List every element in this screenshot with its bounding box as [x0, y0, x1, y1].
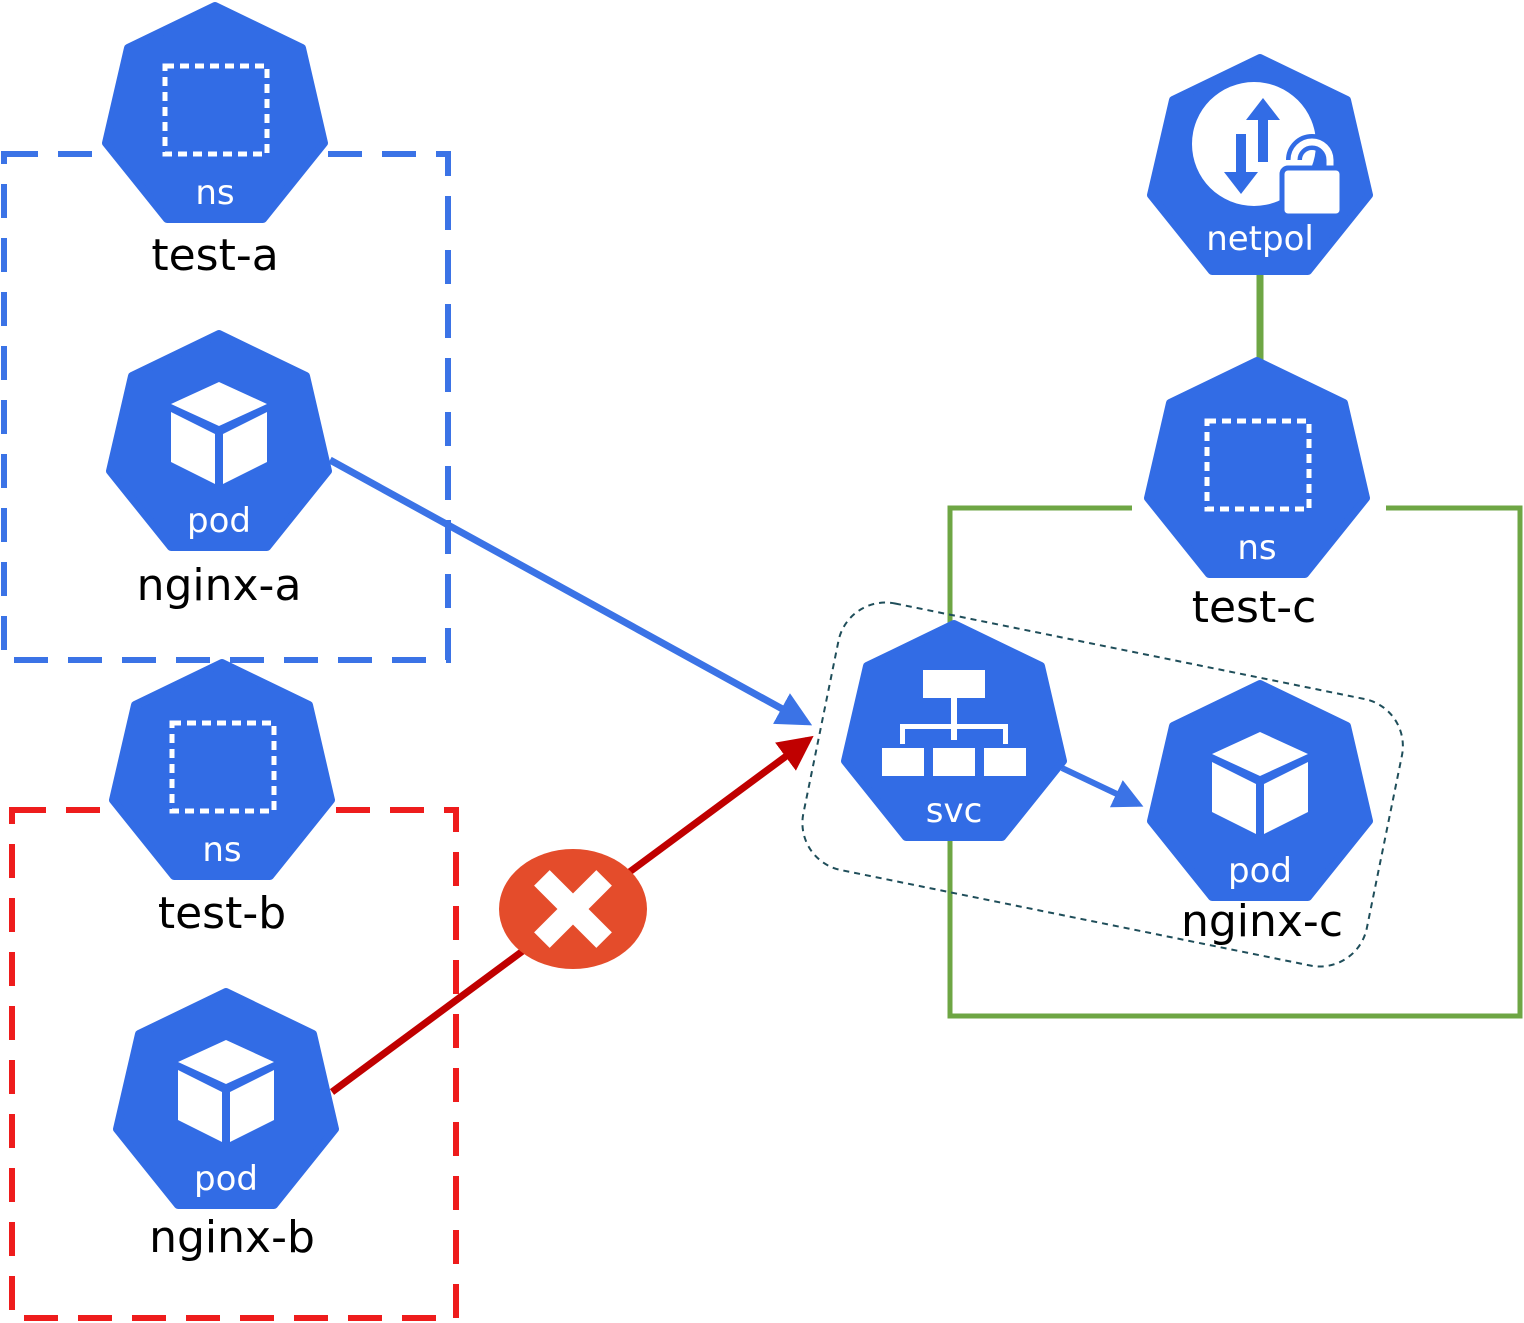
- svc-icon-text: svc: [926, 791, 983, 831]
- hierarchy-icon: [882, 670, 1026, 776]
- allowed-traffic-arrow: [328, 456, 813, 726]
- pod-b-icon-text: pod: [194, 1159, 258, 1199]
- deny-badge: [499, 849, 647, 969]
- ns-a-heptagon: [102, 2, 328, 223]
- cube-icon: [178, 1040, 274, 1142]
- cube-icon: [1212, 732, 1308, 834]
- ns-c-heptagon: [1144, 357, 1370, 578]
- pod-c-label: nginx-c: [1181, 896, 1343, 947]
- pod-c-heptagon: [1147, 680, 1373, 901]
- pod-a-icon-text: pod: [187, 501, 251, 541]
- ns-c-label: test-c: [1192, 582, 1317, 633]
- service-to-pod-arrow: [1060, 765, 1144, 808]
- service-group-boundary: [801, 601, 1404, 968]
- x-icon: [534, 870, 612, 948]
- dashed-square-icon: [162, 63, 270, 157]
- netpol-icon-text: netpol: [1206, 219, 1314, 259]
- ns-a-label: test-a: [151, 230, 278, 281]
- dashed-square-icon: [1204, 418, 1312, 512]
- pod-b-heptagon: [113, 988, 339, 1209]
- pod-a-label: nginx-a: [137, 560, 302, 611]
- pod-c-icon-text: pod: [1228, 851, 1292, 891]
- ns-b-icon-text: ns: [202, 830, 241, 870]
- pod-b-label: nginx-b: [149, 1212, 315, 1263]
- cube-icon: [171, 382, 267, 484]
- pod-a-heptagon: [106, 330, 332, 551]
- ns-b-label: test-b: [158, 888, 286, 939]
- ns-a-icon-text: ns: [195, 173, 234, 213]
- arrows-lock-icon: [1192, 82, 1345, 219]
- namespace-c-boundary: [947, 505, 1523, 1019]
- ns-c-icon-text: ns: [1237, 528, 1276, 568]
- dashed-square-icon: [169, 720, 277, 814]
- ns-b-heptagon: [109, 659, 335, 880]
